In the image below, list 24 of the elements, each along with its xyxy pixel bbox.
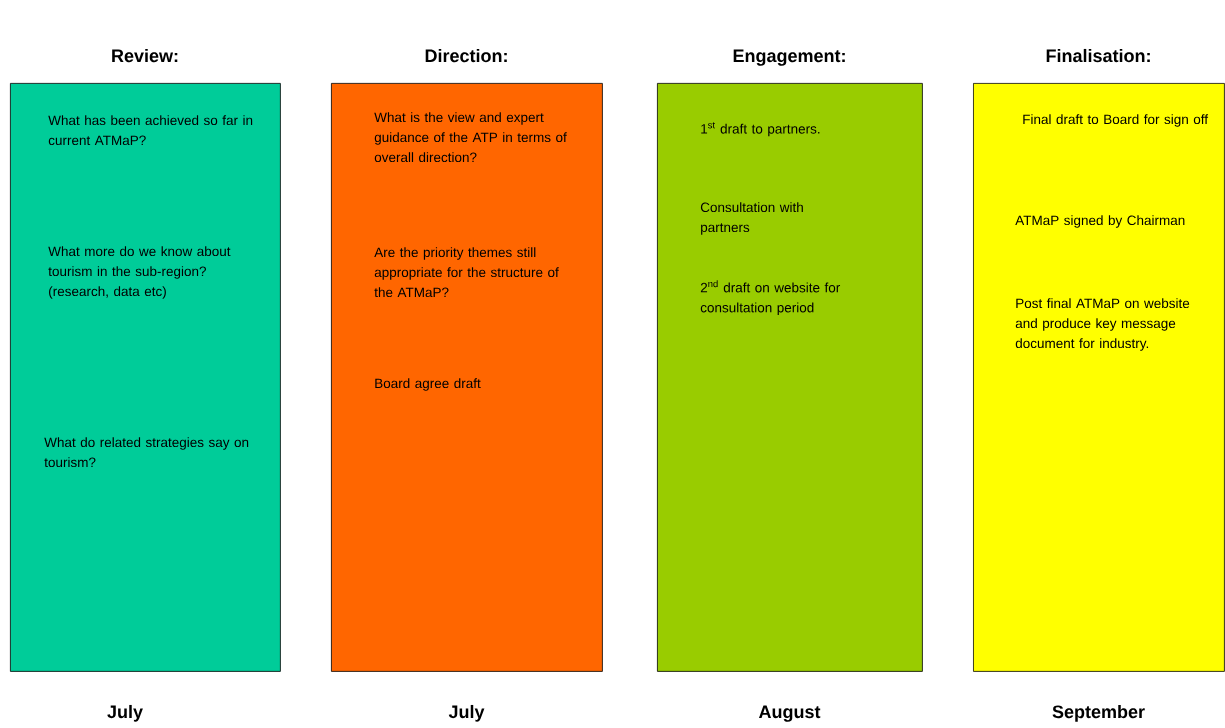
column-text: 2$^{nd}$ draft on website for consultation period [700, 280, 841, 316]
column-heading: Engagement: [733, 49, 845, 66]
column-heading: Review: [112, 48, 178, 63]
column-text: Post final ATMaP on website and produce key message document for industry. [1015, 298, 1190, 351]
column-text: Are the priority themes still appropriate for the structure of the ATMaP? [374, 247, 559, 298]
month-label: July [107, 704, 143, 722]
column-text: What is the view and expert guidance of the ATP in terms of overall direction? [374, 112, 567, 163]
column-text: Final draft to Board for sign off [1023, 114, 1209, 127]
column-text: What do related strategies say on tourism? [44, 437, 249, 468]
column-text: Consultation with partners [700, 202, 803, 235]
column-heading: Direction: [425, 48, 507, 63]
column-text: What more do we know about tourism in the sub-region? (research, data etc) [48, 246, 231, 299]
column-text: What has been achieved so far in current ATMaP? [48, 115, 253, 146]
column-box [10, 83, 281, 672]
column-text: Board agree draft [375, 378, 481, 391]
month-label: September [1052, 704, 1145, 722]
column-box [331, 83, 603, 672]
column-box [657, 83, 923, 672]
column-heading: Finalisation: [1046, 48, 1150, 63]
column-box [973, 83, 1225, 672]
column-text: 1$^{st}$ draft to partners. [701, 122, 820, 137]
month-label: July [448, 704, 485, 722]
column-text: ATMaP signed by Chairman [1015, 215, 1185, 228]
month-label: August [758, 705, 821, 722]
